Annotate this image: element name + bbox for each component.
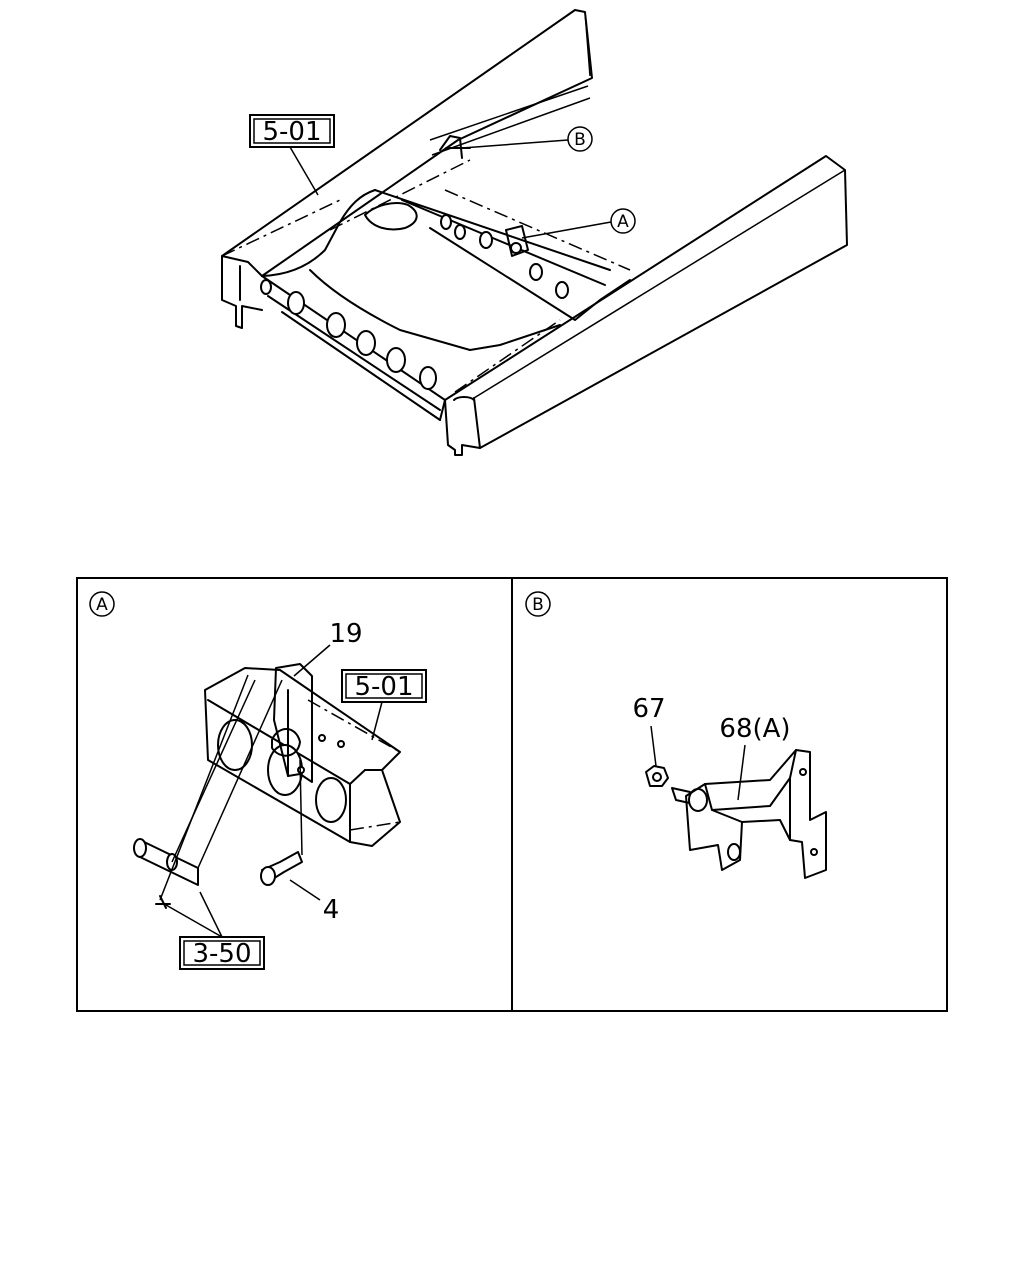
part-label-68a: 68(A)	[719, 714, 790, 744]
left-rail	[221, 9, 593, 277]
detail-panel-a	[76, 577, 513, 1012]
svg-text:5-01: 5-01	[354, 672, 413, 702]
detail-panel-b	[511, 577, 948, 1012]
part-label-19: 19	[329, 619, 362, 649]
detail-a-frame-section	[204, 667, 401, 847]
ref-box-3-50: 3-50	[165, 891, 265, 970]
panel-a-label: A	[89, 591, 115, 617]
mount-point-a	[505, 225, 529, 257]
frame-overview	[221, 9, 848, 456]
ref-label-3-50: 3-50	[192, 939, 251, 969]
callout-b-overview: B	[461, 126, 593, 152]
callout-b-label: B	[574, 130, 586, 150]
callout-a-label: A	[617, 212, 629, 232]
part-3-50-assembly	[133, 674, 283, 909]
bolt-4	[260, 759, 303, 886]
part-label-67: 67	[632, 694, 665, 724]
svg-text:B: B	[532, 595, 544, 615]
ref-label-5-01: 5-01	[262, 117, 321, 147]
ref-box-5-01-overview: 5-01	[249, 114, 335, 196]
frame-holes	[260, 214, 569, 390]
part-label-4: 4	[323, 895, 340, 925]
bracket-68a	[685, 749, 827, 879]
svg-text:A: A	[96, 595, 108, 615]
rear-crossmember	[374, 189, 611, 286]
ref-box-5-01-detail: 5-01	[341, 669, 427, 741]
bracket-bolt	[671, 787, 708, 812]
callout-a-overview: A	[521, 208, 636, 239]
right-rail	[444, 155, 848, 449]
nut-67	[645, 765, 669, 787]
panel-b-label: B	[525, 591, 551, 617]
